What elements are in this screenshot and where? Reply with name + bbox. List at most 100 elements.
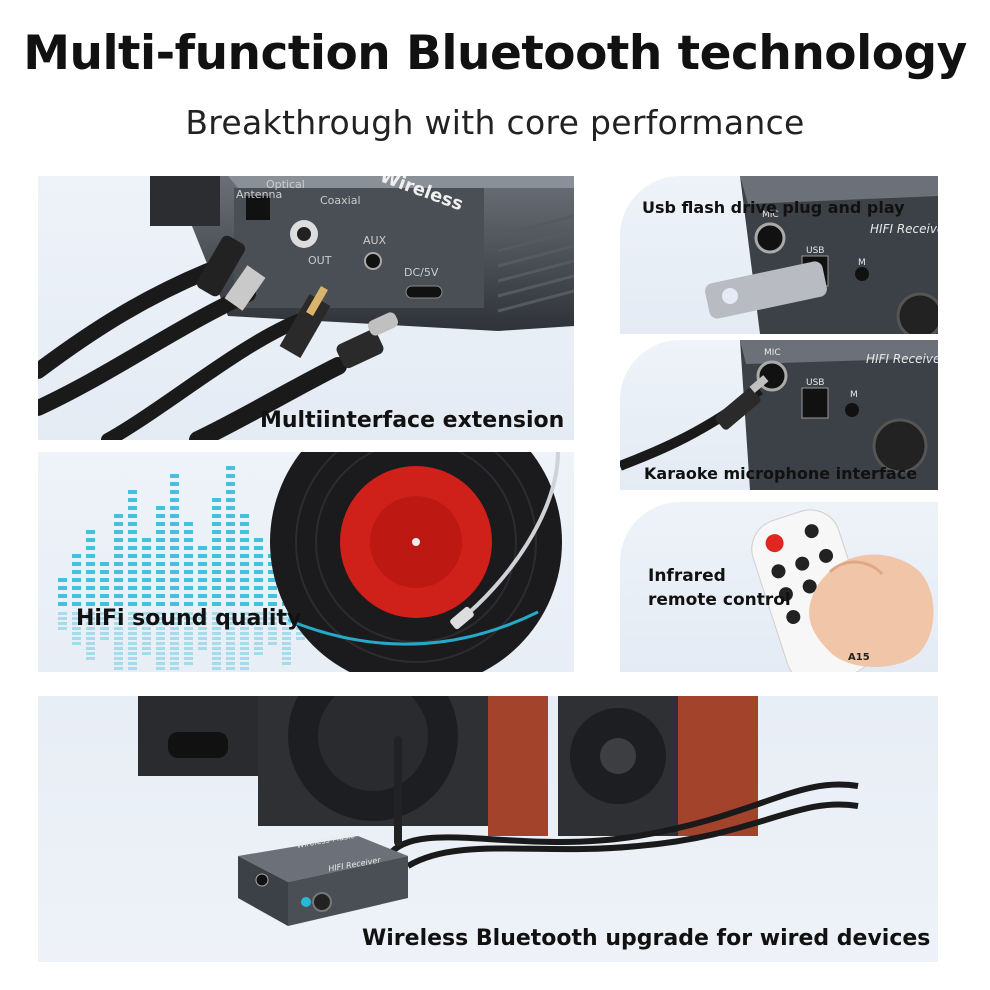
equalizer-segment [184,586,193,590]
equalizer-reflection [128,622,137,625]
karaoke-panel: MIC USB M HIFI Receiver Karaoke micropho… [620,340,938,490]
equalizer-segment [254,578,263,582]
equalizer-reflection [240,617,249,620]
equalizer-reflection [282,662,291,665]
equalizer-reflection [128,632,137,635]
equalizer-reflection [226,647,235,650]
equalizer-reflection [114,642,123,645]
equalizer-segment [170,578,179,582]
equalizer-segment [128,570,137,574]
equalizer-reflection [184,652,193,655]
equalizer-segment [240,546,249,550]
equalizer-reflection [114,667,123,670]
equalizer-reflection [254,647,263,650]
equalizer-reflection [198,617,207,620]
equalizer-segment [184,570,193,574]
equalizer-segment [212,546,221,550]
equalizer-segment [86,530,95,534]
dc-port-label: DC/5V [404,266,439,279]
equalizer-reflection [72,632,81,635]
equalizer-reflection [170,627,179,630]
equalizer-reflection [128,637,137,640]
equalizer-reflection [114,637,123,640]
equalizer-reflection [240,622,249,625]
equalizer-segment [212,498,221,502]
equalizer-segment [86,586,95,590]
mic-port-label: MIC [762,210,779,220]
equalizer-reflection [72,627,81,630]
equalizer-segment [268,578,277,582]
equalizer-reflection [212,657,221,660]
equalizer-segment [240,530,249,534]
equalizer-segment [156,594,165,598]
equalizer-reflection [170,642,179,645]
mode-button-label: M [858,258,866,268]
equalizer-reflection [128,617,137,620]
equalizer-reflection [128,642,137,645]
equalizer-segment [212,538,221,542]
equalizer-reflection [268,617,277,620]
equalizer-segment [114,578,123,582]
equalizer-reflection [184,622,193,625]
equalizer-segment [240,554,249,558]
equalizer-reflection [212,632,221,635]
equalizer-segment [86,538,95,542]
equalizer-segment [170,538,179,542]
karaoke-illustration [620,340,938,490]
equalizer-segment [86,602,95,606]
equalizer-segment [156,602,165,606]
equalizer-segment [128,546,137,550]
equalizer-segment [142,554,151,558]
equalizer-segment [114,586,123,590]
mode-button-label-2: M [850,390,858,400]
equalizer-segment [72,554,81,558]
equalizer-reflection [282,642,291,645]
equalizer-reflection [128,652,137,655]
equalizer-reflection [114,632,123,635]
equalizer-segment [114,562,123,566]
equalizer-segment [212,506,221,510]
equalizer-reflection [268,622,277,625]
equalizer-reflection [142,632,151,635]
equalizer-segment [58,594,67,598]
equalizer-segment [156,562,165,566]
equalizer-reflection [268,637,277,640]
equalizer-reflection [142,637,151,640]
equalizer-segment [128,498,137,502]
equalizer-segment [184,602,193,606]
equalizer-segment [86,594,95,598]
multiinterface-panel: Antenna Optical Coaxial OUT AUX DC/5V Wi… [38,176,574,440]
equalizer-segment [170,594,179,598]
equalizer-segment [268,602,277,606]
equalizer-reflection [128,612,137,615]
multiinterface-illustration [38,176,574,440]
equalizer-segment [226,538,235,542]
equalizer-segment [184,530,193,534]
equalizer-reflection [86,652,95,655]
equalizer-segment [100,578,109,582]
equalizer-segment [100,570,109,574]
equalizer-segment [156,530,165,534]
equalizer-reflection [212,637,221,640]
equalizer-segment [86,546,95,550]
equalizer-reflection [198,627,207,630]
equalizer-reflection [72,622,81,625]
equalizer-segment [184,578,193,582]
equalizer-segment [156,538,165,542]
equalizer-reflection [254,637,263,640]
equalizer-segment [128,602,137,606]
mic-port-label-2: MIC [764,348,781,358]
equalizer-reflection [142,617,151,620]
equalizer-segment [226,570,235,574]
equalizer-segment [170,546,179,550]
equalizer-segment [198,602,207,606]
equalizer-segment [212,530,221,534]
equalizer-reflection [212,662,221,665]
page-title: Multi-function Bluetooth technology [23,26,967,81]
equalizer-reflection [156,662,165,665]
equalizer-segment [128,530,137,534]
equalizer-reflection [170,662,179,665]
equalizer-segment [170,530,179,534]
equalizer-reflection [128,647,137,650]
equalizer-segment [128,578,137,582]
